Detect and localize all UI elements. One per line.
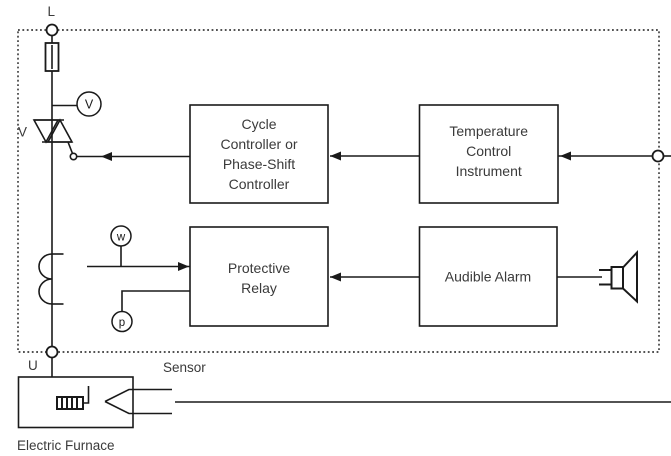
box-cycle-controller: Cycle Controller or Phase-Shift Controll… <box>189 104 329 204</box>
box-text-line: Phase-Shift <box>223 156 295 172</box>
box-text-line: Protective <box>228 260 290 276</box>
sensor-probe-top <box>104 388 172 403</box>
electric-furnace <box>17 376 134 429</box>
box-audible-alarm: Audible Alarm <box>418 226 558 327</box>
meter-p-label: p <box>119 317 125 329</box>
sensor-probe-bottom <box>104 400 172 415</box>
box-text-line: Temperature <box>449 123 528 139</box>
triac-triangle-down <box>32 119 60 144</box>
box-text-line: Relay <box>241 280 277 296</box>
voltmeter-circle-icon <box>76 91 102 117</box>
furnace-outline <box>17 376 134 429</box>
ct-arcs <box>38 253 53 305</box>
box-text-line: Control <box>466 143 511 159</box>
element-lead <box>83 386 90 404</box>
triac-gate-lead <box>67 141 74 154</box>
dashed-boundary <box>17 29 660 353</box>
terminal-neutral: U <box>28 345 59 373</box>
terminal-live-label: L <box>48 4 56 19</box>
sensor-label: Sensor <box>163 360 206 375</box>
arrowhead-left-icon <box>330 272 341 282</box>
gate-control-line <box>69 152 190 161</box>
temperature-sensor <box>104 388 671 415</box>
box-text-line: Controller or <box>220 136 297 152</box>
arrowhead-left-icon <box>101 152 112 161</box>
terminal-circle-icon <box>45 23 59 37</box>
box-outline <box>418 104 559 204</box>
box-text-line: Cycle <box>241 116 276 132</box>
arrowhead-left-icon <box>330 151 341 161</box>
meter-w: w <box>110 225 132 267</box>
current-transformer-icon <box>38 253 64 305</box>
terminal-circle-icon <box>651 149 665 163</box>
speaker-cone <box>622 249 638 304</box>
terminal-circle-icon <box>45 345 59 359</box>
box-outline <box>189 104 329 204</box>
voltmeter: V <box>52 91 102 117</box>
triac-label: V <box>18 125 27 140</box>
ct-to-relay-line <box>87 262 190 271</box>
speaker-body <box>610 266 624 290</box>
input-terminal <box>558 149 671 163</box>
speaker-icon <box>599 249 638 304</box>
box-outline <box>418 226 558 327</box>
triac-triangle-up <box>46 118 74 143</box>
alarm-to-relay-line <box>330 272 420 282</box>
furnace-label: Electric Furnace <box>17 438 115 453</box>
box-protective-relay: Protective Relay <box>189 226 329 327</box>
terminal-neutral-label: U <box>28 358 38 373</box>
box-outline <box>189 226 329 327</box>
triac-icon <box>32 118 74 154</box>
voltmeter-label: V <box>85 98 94 112</box>
box-temperature-control: Temperature Control Instrument <box>418 104 559 204</box>
box-text-line: Audible Alarm <box>445 269 531 285</box>
gate-terminal-icon <box>69 152 78 161</box>
box-text-line: Controller <box>229 176 290 192</box>
arrowhead-right-icon <box>178 262 189 271</box>
meter-p-line <box>121 290 190 312</box>
temperature-to-cycle-line <box>330 151 420 161</box>
meter-circle-icon <box>110 225 132 247</box>
heating-element-icon <box>56 386 90 410</box>
arrowhead-left-icon <box>560 151 571 161</box>
meter-circle-icon <box>111 310 133 333</box>
meter-w-label: w <box>116 232 126 244</box>
terminal-live: L <box>45 4 59 37</box>
meter-p: p <box>111 290 190 333</box>
box-text-line: Instrument <box>456 163 522 179</box>
